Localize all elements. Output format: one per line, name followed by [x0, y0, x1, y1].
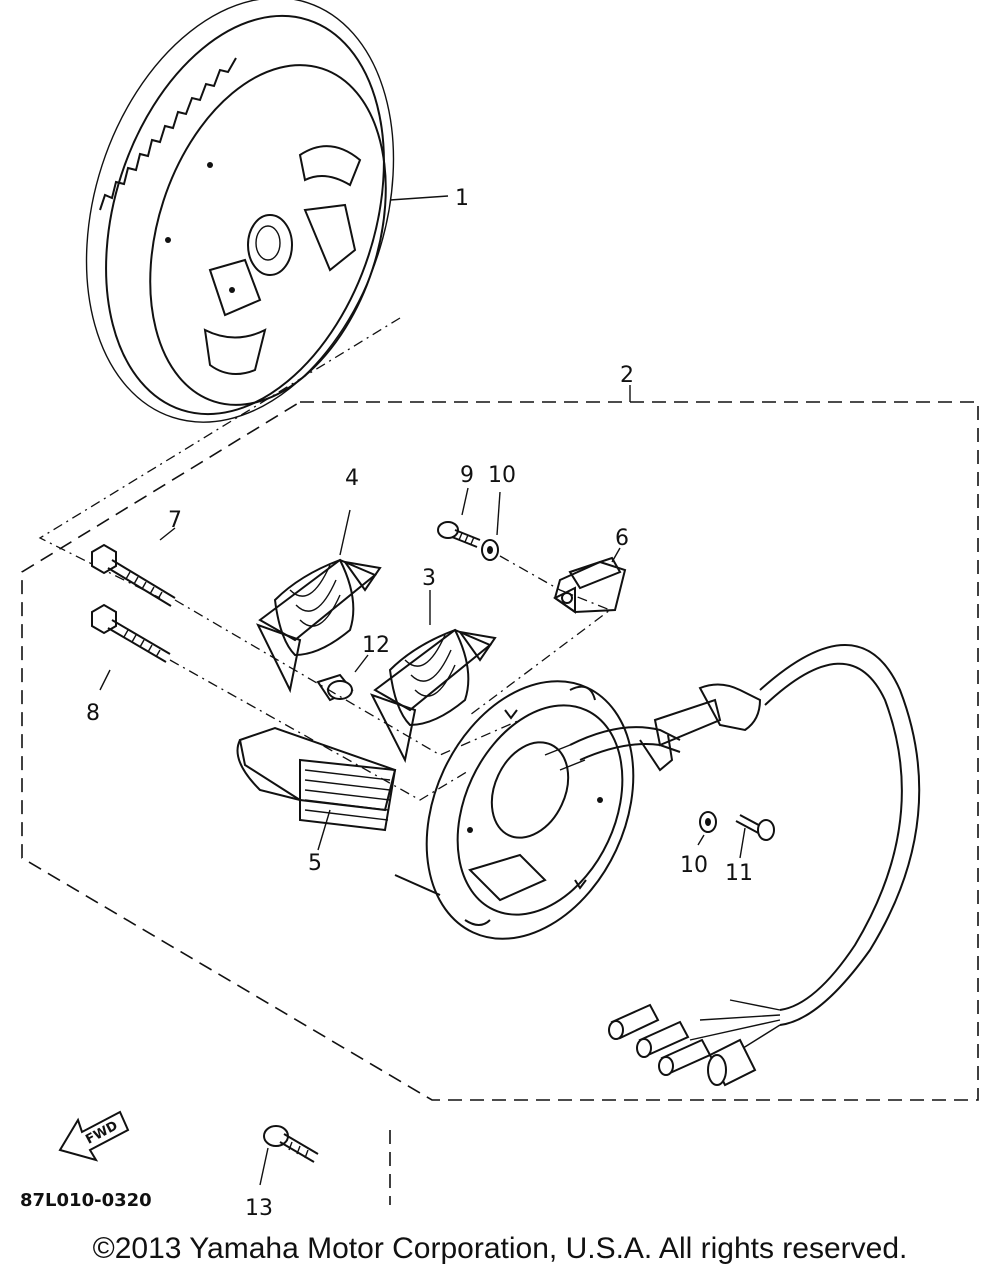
screw-11	[735, 814, 775, 859]
charge-coil-3	[369, 590, 497, 764]
part-label-6: 6	[615, 526, 629, 551]
diagram-code: 87L010-0320	[20, 1190, 152, 1211]
flywheel-rotor	[85, 0, 449, 423]
part-label-3: 3	[422, 566, 436, 591]
stator-assembly-outline	[21, 385, 979, 1205]
part-label-5: 5	[308, 851, 322, 876]
part-label-4: 4	[345, 466, 359, 491]
copyright-notice: ©2013 Yamaha Motor Corporation, U.S.A. A…	[92, 1232, 908, 1265]
collar-12	[316, 654, 369, 702]
part-label-10-right: 10	[680, 853, 708, 878]
bolt-8	[91, 603, 171, 691]
part-label-13: 13	[245, 1196, 273, 1221]
washer-10-right	[697, 811, 717, 846]
part-label-1: 1	[455, 186, 469, 211]
exploded-parts-diagram: FWD 1 2 3 4 5 6 7 8 9 10 10 11 12 13 87L…	[20, 0, 979, 1221]
part-label-9: 9	[460, 463, 474, 488]
part-label-8: 8	[86, 701, 100, 726]
part-label-11: 11	[725, 861, 753, 886]
fwd-arrow-icon: FWD	[58, 1110, 130, 1162]
part-label-7: 7	[168, 508, 182, 533]
stator-base-plate	[394, 680, 635, 940]
screw-9	[437, 487, 481, 548]
switch-6	[553, 547, 627, 614]
wire-harness	[569, 644, 921, 1087]
bolt-7	[91, 527, 176, 607]
screw-13	[259, 1125, 319, 1186]
pulser-coil-5	[236, 726, 397, 851]
part-label-10-top: 10	[488, 463, 516, 488]
washer-10-top	[481, 491, 501, 561]
part-label-2: 2	[620, 363, 634, 388]
part-label-12: 12	[362, 633, 390, 658]
